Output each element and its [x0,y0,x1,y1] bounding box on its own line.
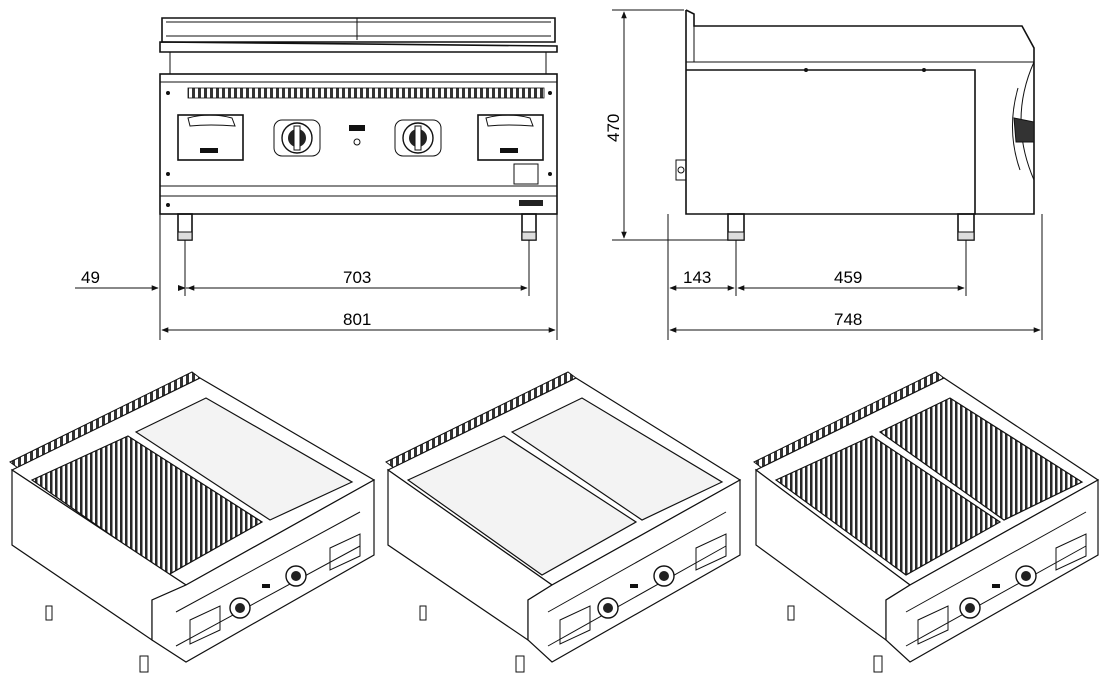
front-dimensions: 49 703 801 [75,214,558,340]
dim-front-total-width: 801 [343,310,371,329]
front-view [159,17,558,241]
isometric-view-ribbed-ribbed [753,371,1100,673]
isometric-view-smooth-smooth [385,371,742,673]
dim-side-left-offset: 143 [683,268,711,287]
side-view [675,9,1035,241]
dim-side-leg-span: 459 [834,268,862,287]
dim-front-leg-span: 703 [343,268,371,287]
isometric-view-ribbed-smooth [9,371,376,673]
control-knob-icon [394,119,442,157]
dim-side-height: 470 [604,114,623,142]
dim-side-total-depth: 748 [834,310,862,329]
side-dimensions: 470 143 459 748 [604,9,1043,340]
control-knob-icon [273,119,321,157]
indicator-light-icon [349,125,365,146]
dim-front-left-offset: 49 [81,268,100,287]
front-vent-row [187,87,545,99]
